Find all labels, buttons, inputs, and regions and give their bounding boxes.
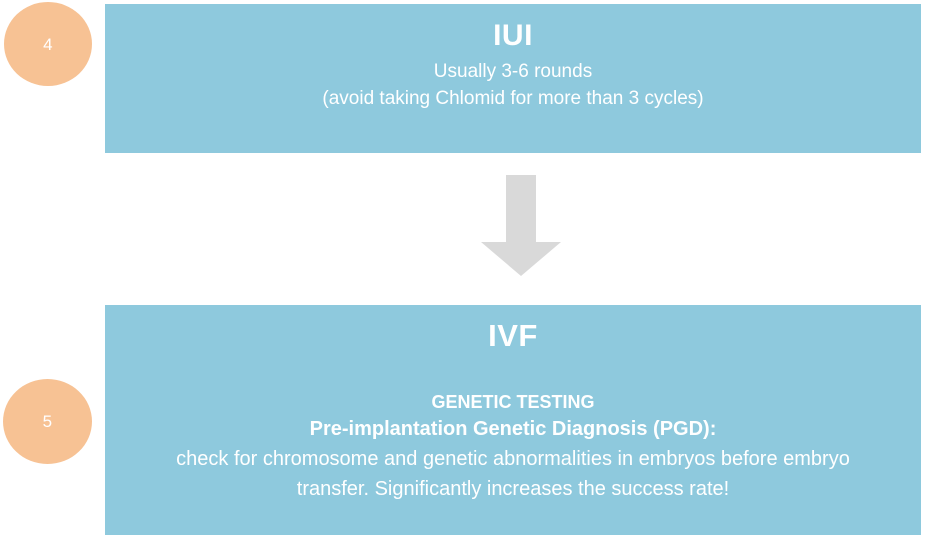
step-number-badge-5: 5 (3, 379, 92, 464)
step-panel-iui: IUI Usually 3-6 rounds (avoid taking Chl… (105, 4, 921, 153)
panel-line-ivf-4: transfer. Significantly increases the su… (296, 477, 730, 500)
panel-line-ivf-1: GENETIC TESTING (431, 391, 595, 412)
panel-title-ivf: IVF (488, 318, 538, 353)
panel-line-ivf-2: Pre-implantation Genetic Diagnosis (PGD)… (309, 417, 717, 440)
panel-line-iui-1: Usually 3-6 rounds (433, 60, 593, 82)
step-number-label: 4 (43, 34, 53, 54)
panel-line-iui-2: (avoid taking Chlomid for more than 3 cy… (322, 87, 704, 109)
panel-title-iui: IUI (493, 19, 533, 52)
step-panel-ivf: IVF GENETIC TESTING Pre-implantation Gen… (105, 305, 921, 535)
down-arrow-icon (481, 175, 561, 276)
step-number-badge-4: 4 (4, 2, 92, 86)
step-number-label: 5 (42, 412, 53, 431)
panel-line-ivf-3: check for chromosome and genetic abnorma… (176, 447, 850, 470)
